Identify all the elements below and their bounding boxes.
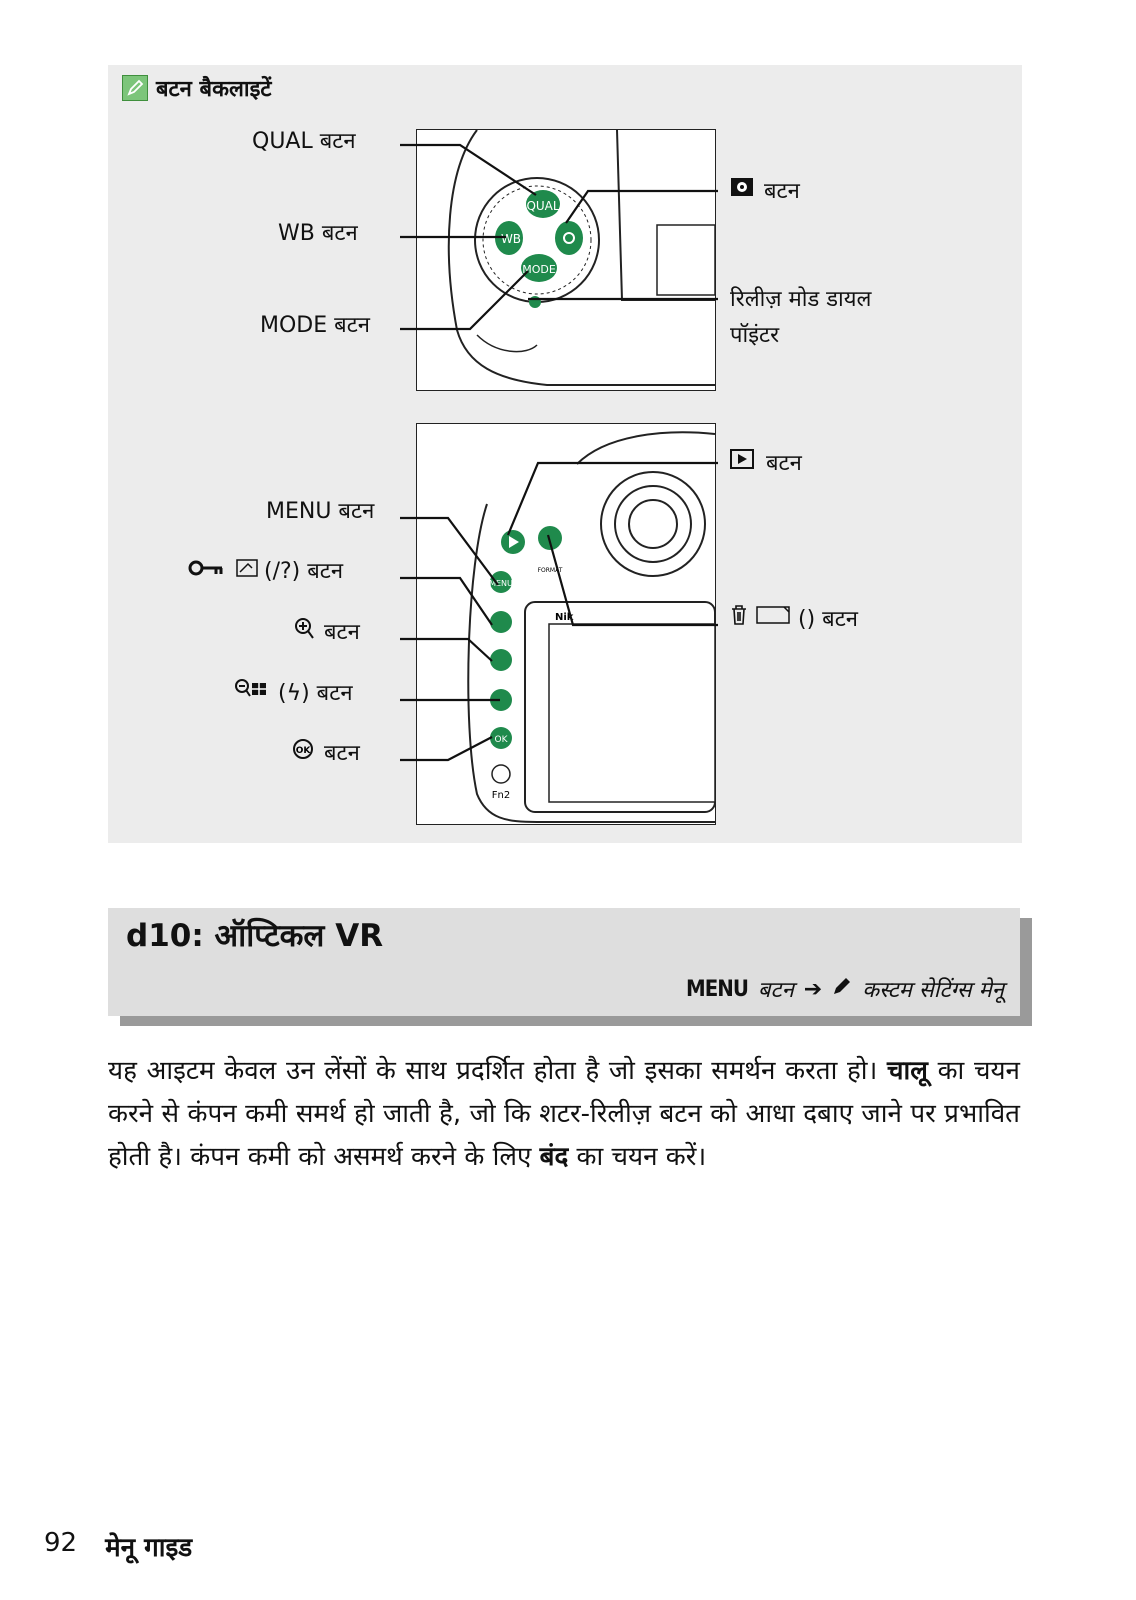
trash-icon <box>730 604 748 632</box>
menu-button-label: MENU बटन <box>266 499 375 524</box>
mode-button-label: MODE बटन <box>260 313 370 338</box>
zoom-out-button-label: (ϟ) बटन <box>234 677 353 707</box>
ok-icon: OK <box>292 738 314 766</box>
nikon-logo: Nik <box>555 612 574 623</box>
release-dial-label-2: पॉइंटर <box>730 323 780 348</box>
breadcrumb: MENU बटन ➔ कस्टम सेटिंग्स मेनू <box>686 974 1004 1004</box>
mode-camera-label: MODE <box>522 263 556 276</box>
crumb-menu: MENU <box>686 976 749 1002</box>
crumb-button: बटन <box>757 978 794 1003</box>
playback-icon <box>730 449 754 475</box>
fn2-camera-label: Fn2 <box>492 790 510 801</box>
ok-camera-label: OK <box>495 735 509 745</box>
pencil-icon <box>832 976 852 1002</box>
wb-button-label: WB बटन <box>278 221 358 246</box>
on-option: चालू <box>887 1056 928 1086</box>
section-title: d10: ऑप्टिकल VR <box>126 918 384 954</box>
camera-top-figure: QUAL WB MODE <box>416 129 716 391</box>
body-paragraph: यह आइटम केवल उन लेंसों के साथ प्रदर्शित … <box>108 1056 1020 1172</box>
metering-button-label: बटन <box>730 175 800 205</box>
page-number: 92 <box>44 1528 78 1558</box>
button-backlights-note: बटन बैकलाइटें QUAL WB MODE <box>108 65 1022 843</box>
metering-icon <box>730 177 754 203</box>
delete-button-label: () बटन <box>730 603 858 633</box>
key-icon <box>188 558 224 583</box>
zoom-in-icon <box>294 617 314 645</box>
svg-text:OK: OK <box>296 746 312 756</box>
ok-button-label: OK बटन <box>292 737 360 767</box>
zoom-in-button-label: बटन <box>294 616 360 646</box>
playback-button-label: बटन <box>730 447 802 477</box>
qual-button-label: QUAL बटन <box>252 129 356 154</box>
footer-label: मेनू गाइड <box>105 1533 193 1563</box>
format-camera-label: FORMAT <box>538 567 563 574</box>
zoom-out-thumbnail-icon <box>234 678 268 706</box>
off-option: बंद <box>539 1142 569 1172</box>
retouch-icon <box>236 558 258 583</box>
crumb-target: कस्टम सेटिंग्स मेनू <box>862 978 1004 1003</box>
arrow-right-icon: ➔ <box>803 976 823 1002</box>
note-title: बटन बैकलाइटें <box>122 73 271 103</box>
format-icon <box>756 605 790 631</box>
lock-button-label: (/?) बटन <box>188 555 343 585</box>
release-dial-label: रिलीज़ मोड डायल <box>730 287 872 312</box>
wb-camera-label: WB <box>501 232 521 246</box>
menu-camera-label: MENU <box>489 579 513 588</box>
page-footer: 92 मेनू गाइड <box>44 1528 192 1564</box>
camera-back-figure: Nik FORMAT MENU OK Fn2 <box>416 423 716 825</box>
qual-camera-label: QUAL <box>526 199 559 213</box>
leader-lines <box>400 143 718 762</box>
pencil-icon <box>122 75 148 101</box>
section-header: d10: ऑप्टिकल VR MENU बटन ➔ कस्टम सेटिंग्… <box>108 908 1020 1016</box>
